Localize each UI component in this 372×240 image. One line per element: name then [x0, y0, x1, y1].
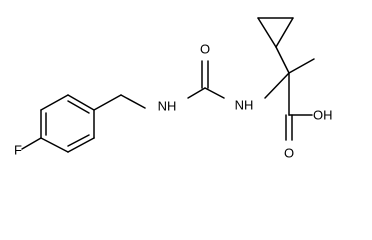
ring-bond-5 [67, 94, 95, 111]
fluorine-label: F [14, 143, 22, 158]
nh-left-label: NH [158, 99, 177, 114]
ring-ch2-bond [93, 94, 122, 111]
ring-bond-6 [40, 94, 69, 111]
ring-bond-3 [67, 137, 95, 153]
ring-double-bond-2 [67, 134, 90, 147]
c-f-bond [21, 137, 42, 150]
cyclopropyl-bond-1 [257, 17, 277, 48]
acid-oxygen-label: O [284, 146, 294, 161]
cyclopropyl-ring [257, 17, 294, 48]
nh-carbonyl-bond [187, 87, 206, 99]
carbonyl-nh-bond [204, 87, 225, 99]
hydroxyl-label: OH [313, 108, 333, 123]
cyclopropyl-bond-3 [275, 17, 294, 48]
fluorophenyl-ring [40, 94, 95, 153]
ring-bond-2 [40, 137, 69, 153]
quaternary-cyclopropyl-bond [275, 46, 290, 74]
structure-diagram: F NH NH O OH O [14, 17, 333, 161]
ch2-nh-bond [120, 94, 146, 109]
urea-oxygen-label: O [200, 42, 210, 57]
quaternary-methyl-bond [288, 58, 315, 74]
nh-quaternary-bond [264, 72, 290, 99]
ring-double-bond-3 [67, 100, 90, 114]
nh-right-label: NH [235, 98, 254, 113]
